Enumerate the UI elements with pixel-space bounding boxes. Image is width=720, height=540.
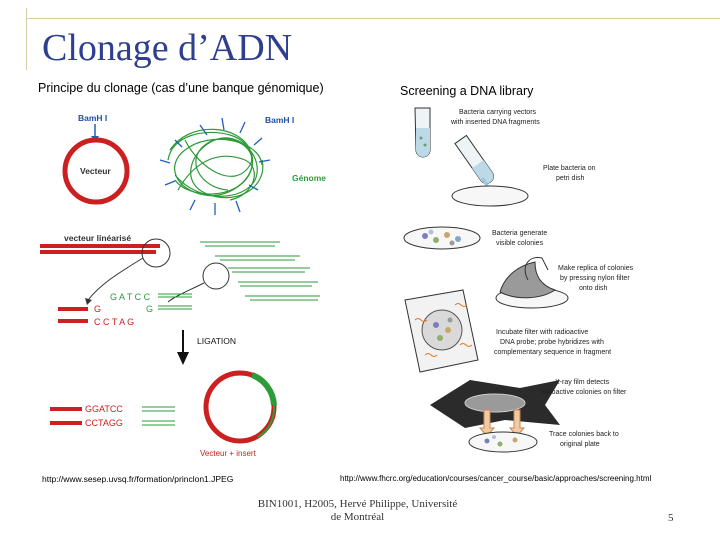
zoom-circle-insert [202,262,230,290]
right-panel-heading: Screening a DNA library [400,84,534,98]
vecteur-linearise-label: vecteur linéarisé [64,233,131,243]
original-plate [468,431,538,453]
left-source-url[interactable]: http://www.sesep.uvsq.fr/formation/princ… [42,474,234,484]
genomic-fragments [200,241,320,301]
step7-line1: Trace colonies back to [549,431,619,438]
step2-line2: petri dish [556,175,585,182]
step3-line2: visible colonies [496,240,544,247]
filter-in-bag [421,309,463,351]
vecteur-insert-label: Vecteur + insert [200,449,257,458]
seq-cctagg: CCTAGG [85,418,123,428]
step2-line1: Plate bacteria on [543,165,596,172]
footer-line1: BIN1001, H2005, Hervé Philippe, Universi… [257,498,458,510]
step6-line1: X-ray film detects [555,379,610,386]
step7-line2: original plate [560,441,600,448]
left-panel-heading: Principe du clonage (cas d’une banque gé… [38,81,324,95]
seq-cctag: C C T A G [94,317,134,327]
page-number: 5 [668,512,674,524]
step5-line1: Incubate filter with radioactive [496,329,588,336]
right-source-url[interactable]: http://www.fhcrc.org/education/courses/c… [340,474,652,483]
step6-line2: radioactive colonies on filter [540,389,627,396]
frame-left-rule [26,8,27,70]
step4-line2: by pressing nylon filter [560,275,630,282]
petri-dish-2 [403,226,481,250]
seq-ggatcc: GGATCC [85,404,123,414]
seq-g-left: G [94,304,101,314]
seq-g-right: G [146,304,153,314]
step3-line1: Bacteria generate [492,230,547,237]
vector-plasmid [62,137,130,205]
step4-line3: onto dish [579,285,608,292]
test-tube [414,107,431,158]
genome-label: Génome [292,173,326,183]
genome-cut-arrows [159,117,271,215]
colonies [422,229,461,246]
pouring-tube [454,134,494,184]
footer-citation: BIN1001, H2005, Hervé Philippe, Universi… [230,498,485,524]
cloning-principle-diagram: BamH I Vecteur BamH I Génome vecteur lin… [40,113,326,458]
zoom-circle-vector [141,238,171,268]
vecteur-label: Vecteur [80,166,111,176]
ligation-arrow [182,330,184,354]
step4-line1: Make replica of colonies [558,265,634,272]
step5-line3: complementary sequence in fragment [494,349,611,356]
footer-line2: de Montréal [330,511,385,523]
trace-arrows [478,409,526,437]
step1-line2: with inserted DNA fragments [450,119,540,126]
ligation-label: LIGATION [197,336,236,346]
step1-line1: Bacteria carrying vectors [459,109,537,116]
screening-diagram: Bacteria carrying vectors with inserted … [403,107,634,453]
seq-gatcc: G A T C C [110,292,151,302]
petri-dish-1 [451,185,529,207]
slide-title: Clonage d’ADN [42,27,293,69]
frame-top-rule [26,18,720,19]
bamh1-right-label: BamH I [265,115,294,125]
step5-line2: DNA probe; probe hybridizes with [500,339,604,346]
bamh1-left-label: BamH I [78,113,107,123]
genome-tangle [167,128,264,201]
